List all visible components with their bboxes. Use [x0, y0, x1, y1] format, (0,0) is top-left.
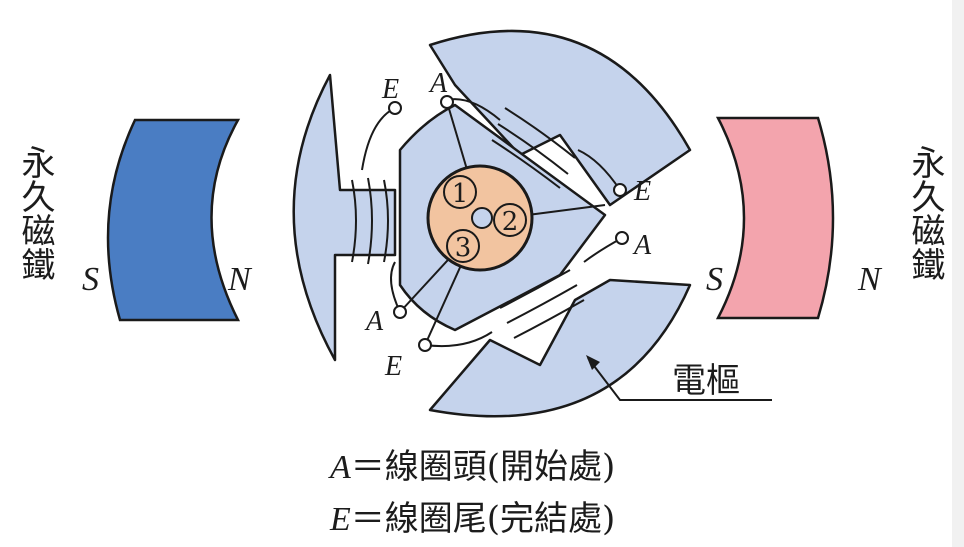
legend-a-letter: A: [328, 449, 351, 486]
label-right-e: E: [633, 176, 651, 207]
segment-3-ring: [446, 229, 480, 263]
armature-callout-line: [587, 357, 772, 401]
armature-pole-bottom-right: [428, 278, 692, 418]
left-permanent-magnet: [106, 118, 241, 322]
terminal-bottom-e: [418, 338, 432, 352]
armature-label: 電樞: [672, 361, 740, 401]
terminal-top-a: [440, 95, 454, 109]
terminal-right-a: [615, 231, 629, 245]
commutator-shaft: [471, 207, 493, 229]
left-magnet-s: S: [82, 261, 99, 298]
legend-e-text: ＝線圈尾(完結處): [351, 499, 616, 539]
label-bottom-e: E: [384, 351, 402, 382]
right-magnet-label: 永久磁鐵: [905, 145, 945, 281]
label-bottom-a: A: [364, 306, 384, 337]
terminal-bottom-a: [393, 305, 407, 319]
right-magnet-s: S: [706, 261, 723, 298]
legend-e: E＝線圈尾(完結處): [329, 499, 615, 539]
left-magnet-n: N: [227, 261, 253, 298]
coil-bottom-right: [499, 269, 585, 339]
label-top-e: E: [381, 74, 399, 105]
right-edge-strip: [952, 0, 964, 547]
segment-2-label: 2: [502, 207, 519, 237]
segment-1-ring: [443, 175, 477, 209]
segment-3-label: 3: [455, 233, 472, 263]
label-right-a: A: [632, 230, 652, 261]
segment-1-label: 1: [452, 179, 469, 209]
armature-callout-arrowhead: [586, 355, 600, 370]
terminal-top-e: [388, 101, 402, 115]
terminal-right-e: [613, 183, 627, 197]
coil-left: [351, 177, 389, 265]
legend-a: A＝線圈頭(開始處): [328, 447, 615, 487]
left-magnet-label: 永久磁鐵: [15, 145, 55, 281]
terminal-dots: [388, 95, 629, 352]
legend-a-text: ＝線圈頭(開始處): [351, 447, 616, 487]
armature-pole-top-right: [428, 29, 692, 207]
right-permanent-magnet: [715, 116, 835, 320]
segment-2-ring: [493, 203, 527, 237]
armature-pole-left: [292, 73, 397, 362]
right-magnet-n: N: [857, 261, 883, 298]
coil-top-right: [491, 107, 576, 189]
label-top-a: A: [428, 68, 448, 99]
legend-e-letter: E: [329, 501, 351, 538]
